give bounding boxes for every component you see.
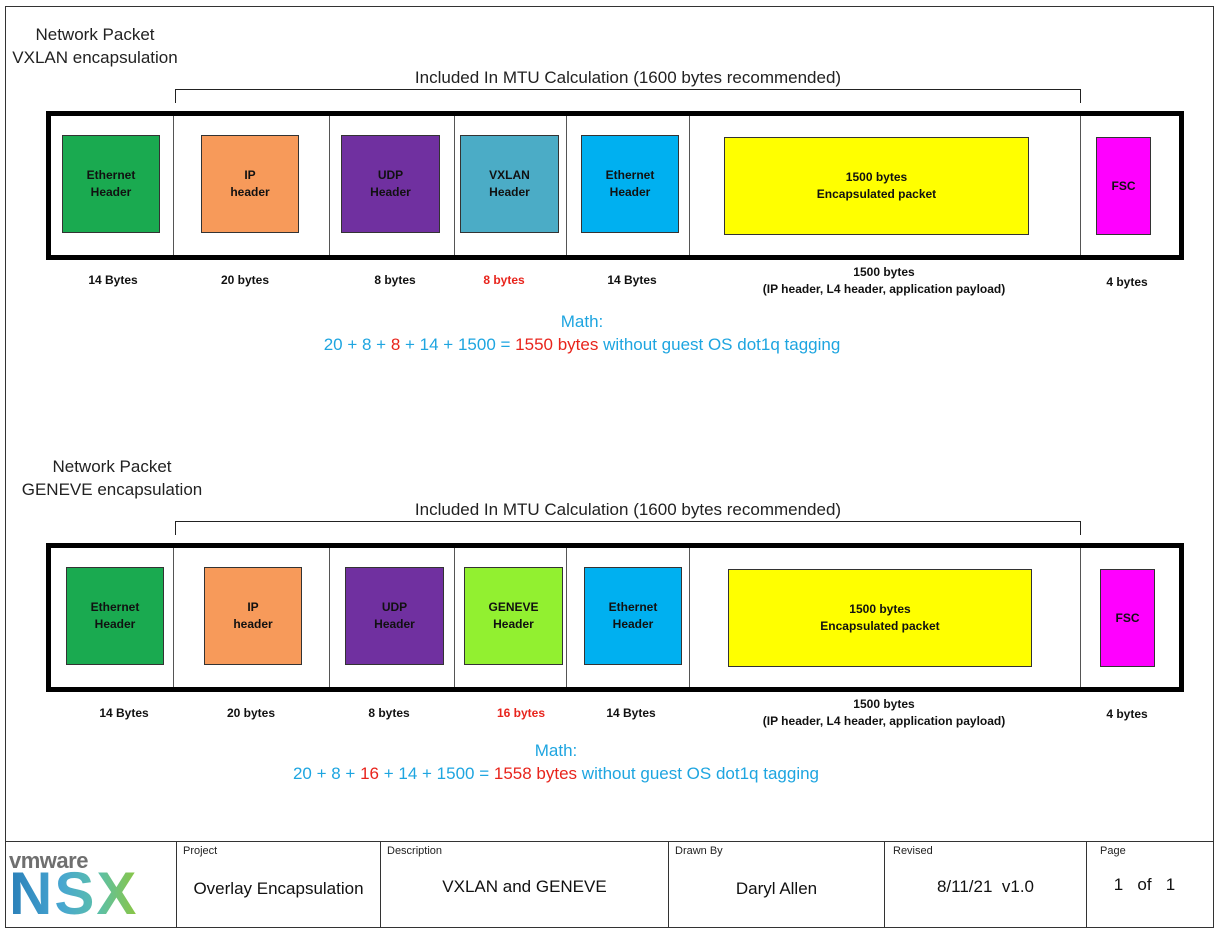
title-block-top-border: [5, 841, 1214, 842]
revised-cell: Revised 8/11/21 v1.0: [884, 841, 1086, 928]
fsc-size: 4 bytes: [1106, 707, 1148, 721]
vxlan-title-line2: VXLAN encapsulation: [12, 48, 178, 67]
project-cell: Project Overlay Encapsulation: [176, 841, 380, 928]
fsc-field: FSC: [1100, 569, 1155, 667]
fsc-field: FSC: [1096, 137, 1151, 235]
outer-ethernet-size: 14 Bytes: [99, 706, 149, 720]
description-value: VXLAN and GENEVE: [442, 877, 607, 896]
udp-size: 8 bytes: [368, 706, 410, 720]
description-cell: Description VXLAN and GENEVE: [380, 841, 668, 928]
geneve-math-equation: 20 + 8 + 16 + 14 + 1500 = 1558 bytes wit…: [292, 764, 820, 783]
drawn-by-label: Drawn By: [675, 845, 723, 857]
nsx-wordmark: NSX: [9, 860, 139, 927]
geneve-title-line2: GENEVE encapsulation: [21, 480, 203, 499]
page-cell: Page 1 of 1: [1086, 841, 1214, 928]
payload-size: 1500 bytes (IP header, L4 header, applic…: [724, 696, 1044, 730]
vxlan-math-title: Math:: [560, 312, 604, 331]
description-label: Description: [387, 845, 443, 857]
project-value: Overlay Encapsulation: [193, 879, 364, 898]
packet-divider: [1080, 548, 1081, 687]
payload-note: (IP header, L4 header, application paylo…: [762, 714, 1006, 728]
udp-size: 8 bytes: [374, 273, 416, 287]
geneve-math-title: Math:: [534, 741, 578, 760]
packet-divider: [454, 548, 455, 687]
vxlan-math-equation: 20 + 8 + 8 + 14 + 1500 = 1550 bytes with…: [323, 335, 841, 354]
drawn-by-cell: Drawn By Daryl Allen: [668, 841, 884, 928]
geneve-mtu-bracket: [175, 521, 1081, 535]
packet-divider: [1080, 116, 1081, 255]
payload-size: 1500 bytes (IP header, L4 header, applic…: [724, 264, 1044, 298]
revised-value: 8/11/21 v1.0: [936, 877, 1035, 896]
geneve-title: Network Packet GENEVE encapsulation: [12, 455, 212, 501]
packet-divider: [566, 116, 567, 255]
page-label: Page: [1100, 845, 1126, 857]
packet-divider: [173, 548, 174, 687]
geneve-header-size: 16 bytes: [496, 706, 546, 720]
drawn-by-value: Daryl Allen: [735, 879, 818, 898]
packet-divider: [329, 116, 330, 255]
packet-divider: [689, 116, 690, 255]
geneve-mtu-label: Included In MTU Calculation (1600 bytes …: [414, 500, 842, 519]
inner-ethernet-size: 14 Bytes: [607, 273, 657, 287]
vxlan-mtu-label: Included In MTU Calculation (1600 bytes …: [414, 68, 842, 87]
packet-divider: [566, 548, 567, 687]
packet-divider: [689, 548, 690, 687]
fsc-size: 4 bytes: [1106, 275, 1148, 289]
inner-ethernet-size: 14 Bytes: [606, 706, 656, 720]
vxlan-mtu-bracket: [175, 89, 1081, 103]
vxlan-header-size: 8 bytes: [483, 273, 525, 287]
vmware-wordmark: vmware: [9, 848, 88, 874]
outer-ethernet-size: 14 Bytes: [88, 273, 138, 287]
ip-size: 20 bytes: [226, 706, 276, 720]
page-value: 1 of 1: [1113, 875, 1176, 894]
packet-divider: [173, 116, 174, 255]
revised-label: Revised: [893, 845, 933, 857]
project-label: Project: [183, 845, 218, 857]
packet-divider: [454, 116, 455, 255]
geneve-title-line1: Network Packet: [52, 457, 172, 476]
vxlan-title-line1: Network Packet: [35, 25, 155, 44]
payload-note: (IP header, L4 header, application paylo…: [762, 282, 1006, 296]
ip-size: 20 bytes: [220, 273, 270, 287]
vxlan-title: Network Packet VXLAN encapsulation: [10, 23, 180, 69]
drawing-frame: [5, 6, 1214, 928]
packet-divider: [329, 548, 330, 687]
